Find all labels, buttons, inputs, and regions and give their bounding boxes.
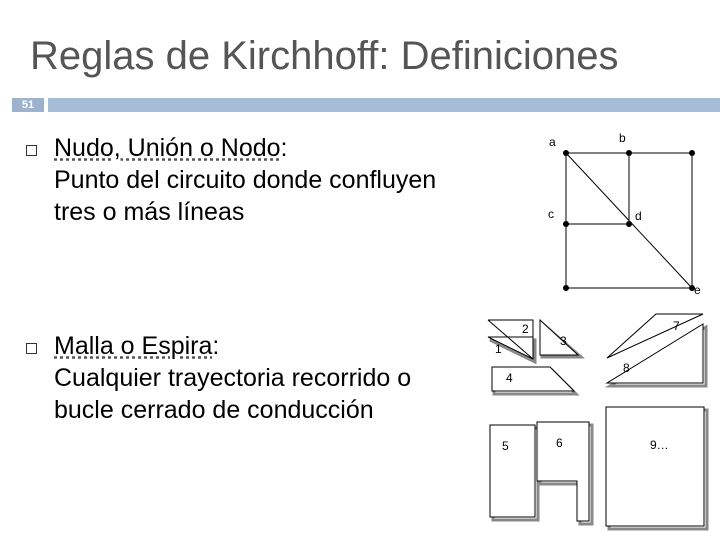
bullet-nudo-line2: Punto del circuito donde confluyen [54, 166, 437, 194]
mesh-label-4: 4 [506, 371, 513, 385]
mesh-pieces [487, 313, 709, 531]
bullet-malla-colon: : [212, 332, 220, 360]
circuit-nodes [563, 150, 695, 291]
mesh-label-7: 7 [673, 319, 680, 333]
mesh-label-6: 6 [556, 436, 563, 450]
bullet-marker [26, 145, 37, 156]
mesh-label-5: 5 [502, 439, 509, 453]
bullet-nudo-line1: Nudo, Unión o Nodo: [54, 132, 436, 164]
mesh-7 [606, 313, 704, 359]
mesh-label-9: 9… [650, 438, 669, 452]
mesh-6-shadow [538, 423, 594, 526]
bullet-nudo: Nudo, Unión o Nodo: Punto del circuito d… [54, 132, 436, 228]
mesh-label-2: 2 [522, 322, 529, 336]
mesh-2-edge [487, 319, 534, 360]
node-corner-top-right [689, 150, 695, 156]
bullet-malla-line3: bucle cerrado de conducción [54, 396, 374, 424]
bullet-nudo-term: Nudo, Unión o Nodo [54, 134, 281, 162]
mesh-label-1: 1 [495, 342, 502, 356]
mesh-2-frame [488, 319, 534, 359]
node-label-d: d [635, 209, 642, 223]
node-corner-bottom-left [563, 285, 569, 291]
mesh-3 [539, 318, 580, 356]
slide-title: Reglas de Kirchhoff: Definiciones [30, 34, 619, 78]
mesh-label-8: 8 [623, 361, 630, 375]
bullet-malla-term: Malla o Espira [54, 332, 213, 360]
node-label-c: c [548, 207, 554, 221]
circuit-diagram [565, 152, 693, 289]
branch-a-e [565, 152, 693, 289]
mesh-4 [491, 366, 576, 392]
slide-number: 51 [12, 98, 44, 112]
bullet-malla: Malla o Espira: Cualquier trayectoria re… [54, 330, 411, 426]
node-label-a: a [549, 135, 556, 149]
bullet-malla-line1: Malla o Espira: [54, 330, 411, 362]
mesh-5 [489, 424, 536, 518]
bullet-nudo-colon: : [280, 134, 288, 162]
node-label-b: b [619, 131, 626, 145]
node-a [563, 150, 569, 156]
mesh-9 [605, 406, 705, 527]
node-label-e: e [694, 283, 701, 297]
bullet-marker [26, 343, 37, 354]
mesh-8 [605, 323, 704, 384]
mesh-label-3: 3 [560, 334, 567, 348]
title-divider-bar [48, 98, 720, 112]
node-d [626, 221, 632, 227]
bullet-malla-line2: Cualquier trayectoria recorrido o [54, 364, 412, 392]
mesh-6 [536, 421, 590, 522]
bullet-nudo-line3: tres o más líneas [54, 198, 245, 226]
node-b [626, 150, 632, 156]
node-e [689, 285, 695, 291]
node-c [563, 221, 569, 227]
